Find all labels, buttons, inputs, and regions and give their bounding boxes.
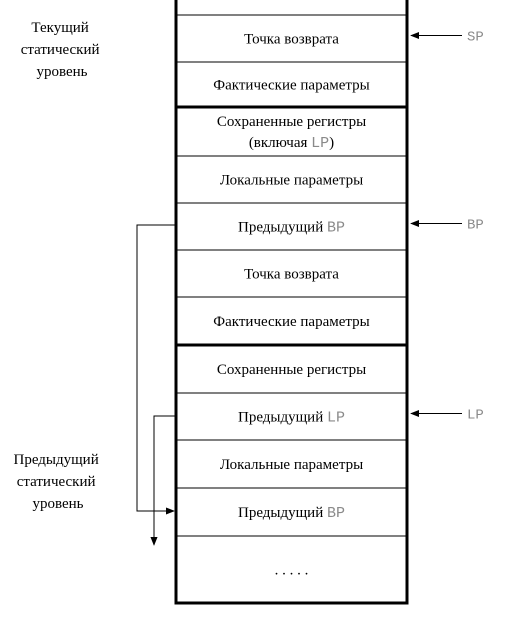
- cell-text-segment: Сохраненные регистры: [217, 362, 366, 378]
- cell-text-segment: Точка возврата: [244, 267, 339, 283]
- stack-cell-box: [175, 155, 408, 204]
- stack-cell-label: Точка возврата: [244, 267, 339, 283]
- stack-cell-locals-1: Локальные параметры: [175, 155, 408, 204]
- stack-cell-box: [175, 202, 408, 251]
- register-name: BP: [327, 505, 345, 522]
- pointer-label: BP: [467, 218, 484, 234]
- cell-text-segment: Фактические параметры: [213, 78, 369, 94]
- stack-cell-label: Сохраненные регистры: [217, 114, 366, 130]
- cell-text-segment: Фактические параметры: [213, 314, 369, 330]
- previous-level-label: Предыдущий статический уровень: [14, 452, 103, 512]
- lp-chain-connector: [150, 415, 176, 546]
- cell-text-segment: Точка возврата: [244, 32, 339, 48]
- frame-boundaries: [176, 105, 407, 347]
- stack-cell-label: Предыдущий BP: [238, 505, 345, 522]
- pointer-label: LP: [467, 408, 484, 424]
- pointer-bp: BP: [410, 218, 484, 234]
- stack-cell-label: . . . . .: [275, 563, 309, 579]
- register-pointers: SP BP LP: [410, 30, 484, 424]
- register-name: LP: [327, 410, 345, 427]
- stack-cell-box: [175, 439, 408, 489]
- stack-cell-box: [175, 249, 408, 298]
- pointer-lp: LP: [410, 408, 484, 424]
- current-level-label: Текущий статический уровень: [21, 20, 104, 80]
- cell-text-segment: Предыдущий: [238, 505, 327, 521]
- cell-text-segment: Сохраненные регистры: [217, 114, 366, 130]
- cell-text-segment: ): [329, 135, 334, 151]
- stack-outer-border: [174, 0, 409, 605]
- pointer-label: SP: [467, 30, 484, 46]
- stack-cell-box: [175, 535, 408, 604]
- stack-cell-box: [175, 14, 408, 63]
- pointer-sp: SP: [410, 30, 484, 46]
- stack-cell-label: Точка возврата: [244, 32, 339, 48]
- stack-cell-label: Фактические параметры: [213, 314, 369, 330]
- stack-cell-box: [175, 61, 408, 108]
- cell-text-segment: Локальные параметры: [220, 173, 363, 189]
- stack-cell-saved-1: Сохраненные регистры (включая LP): [175, 106, 408, 157]
- stack-cell-locals-2: Локальные параметры: [175, 439, 408, 489]
- stack-cell-label: (включая LP): [249, 135, 334, 152]
- cell-text-segment: Локальные параметры: [220, 457, 363, 473]
- link-connectors: [136, 224, 176, 546]
- stack-cell-ellipsis: . . . . .: [175, 535, 408, 604]
- bp-chain-connector: [136, 224, 176, 515]
- stack-cell-params-2: Фактические параметры: [175, 296, 408, 346]
- stack-cell-label: Фактические параметры: [213, 78, 369, 94]
- register-name: BP: [327, 220, 345, 237]
- stack-cell-prevlp: Предыдущий LP: [175, 392, 408, 441]
- stack-cell-label: Сохраненные регистры: [217, 362, 366, 378]
- cell-text-segment: Предыдущий: [238, 220, 327, 236]
- stack-cell-top: [175, 0, 408, 16]
- cell-text-segment: . . . . .: [275, 563, 309, 579]
- stack-cell-prevbp-2: Предыдущий BP: [175, 487, 408, 537]
- stack-cell-params-1: Фактические параметры: [175, 61, 408, 108]
- stack-cell-return-1: Точка возврата: [175, 14, 408, 63]
- stack-cell-prevbp-1: Предыдущий BP: [175, 202, 408, 251]
- stack-cell-label: Предыдущий LP: [238, 410, 345, 427]
- stack-cell-box: [175, 0, 408, 16]
- cell-text-segment: Предыдущий: [238, 410, 327, 426]
- stack-cell-label: Предыдущий BP: [238, 220, 345, 237]
- stack-cell-saved-2: Сохраненные регистры: [175, 344, 408, 394]
- cell-text-segment: (включая: [249, 135, 311, 151]
- register-name: LP: [311, 135, 329, 152]
- stack-cell-return-2: Точка возврата: [175, 249, 408, 298]
- stack-cell-label: Локальные параметры: [220, 457, 363, 473]
- stack-cell-label: Локальные параметры: [220, 173, 363, 189]
